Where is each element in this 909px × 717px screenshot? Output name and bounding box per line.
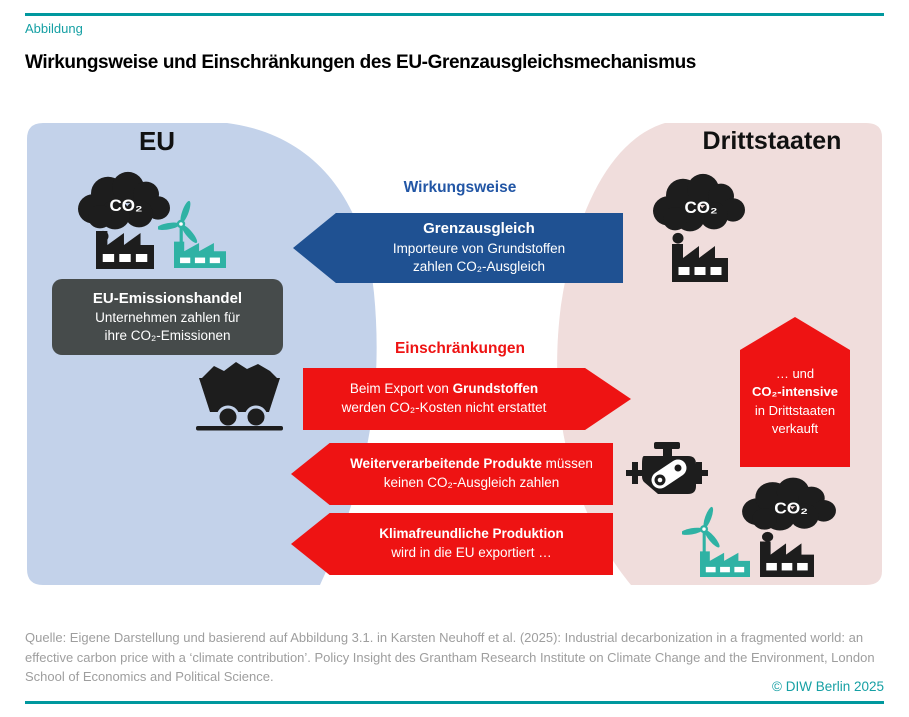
ets-box-line2: ihre CO₂-Emissionen xyxy=(104,327,231,343)
sold-in-third-countries-house: … und CO₂-intensive in Drittstaaten verk… xyxy=(740,317,850,467)
limit-arrow-export: Beim Export von Grundstoffen werden CO₂-… xyxy=(303,368,631,430)
coal-cart-icon xyxy=(196,362,283,431)
mechanism-heading: Wirkungsweise xyxy=(403,179,517,196)
figure-kicker: Abbildung xyxy=(25,21,83,36)
co2-cloud-icon: CO₂ xyxy=(742,477,836,542)
arrow-line: keinen CO₂-Ausgleich zahlen xyxy=(383,475,560,490)
bottom-divider xyxy=(25,701,884,704)
co2-cloud-icon: CO₂ xyxy=(78,171,170,242)
co2-cloud-icon: CO₂ xyxy=(653,173,745,244)
top-divider xyxy=(25,13,884,16)
green-factory-icon xyxy=(700,551,750,577)
limits-heading: Einschränkungen xyxy=(394,340,526,357)
green-factory-icon xyxy=(174,241,226,268)
arrow-line: zahlen CO₂-Ausgleich xyxy=(412,259,546,275)
ets-box-line1: Unternehmen zahlen für xyxy=(95,310,240,326)
svg-text:CO₂: CO₂ xyxy=(684,198,717,217)
source-note: Quelle: Eigene Darstellung und basierend… xyxy=(25,630,875,684)
third-region-shape xyxy=(557,123,882,585)
engine-icon xyxy=(626,442,708,494)
arrow-line: Klimafreundliche Produktion xyxy=(379,526,564,542)
ets-box-title: EU-Emissionshandel xyxy=(92,290,243,308)
house-line4: verkauft xyxy=(771,421,819,437)
house-line3: in Drittstaaten xyxy=(754,402,836,418)
border-adjustment-arrow: Grenzausgleich Importeure von Grundstoff… xyxy=(293,213,623,283)
eu-region-label: EU xyxy=(138,126,176,156)
limit-arrow-climate-friendly: Klimafreundliche Produktion wird in die … xyxy=(291,513,613,575)
factory-icon xyxy=(760,541,814,577)
arrow-line: Importeure von Grundstoffen xyxy=(392,240,566,256)
svg-text:CO₂: CO₂ xyxy=(774,500,808,517)
factory-icon xyxy=(672,244,728,282)
figure-title: Wirkungsweise und Einschränkungen des EU… xyxy=(25,52,696,73)
arrow-title: Grenzausgleich xyxy=(423,220,535,238)
limit-arrow-processed-products: Weiterverarbeitende Produkte müssen kein… xyxy=(291,443,613,505)
arrow-line: wird in die EU exportiert … xyxy=(391,545,552,560)
house-line2: CO₂-intensive xyxy=(752,384,838,400)
factory-icon xyxy=(96,231,154,269)
arrow-line: Weiterverarbeitende Produkte müssen xyxy=(350,456,593,472)
arrow-line: Beim Export von Grundstoffen xyxy=(349,381,539,397)
svg-text:CO₂: CO₂ xyxy=(109,196,142,215)
eu-ets-box: EU-Emissionshandel Unternehmen zahlen fü… xyxy=(52,279,283,355)
arrow-line: werden CO₂-Kosten nicht erstattet xyxy=(341,400,547,415)
copyright-note: © DIW Berlin 2025 xyxy=(772,679,884,694)
third-countries-label: Drittstaaten xyxy=(702,127,842,155)
house-line1: … und xyxy=(775,366,815,381)
